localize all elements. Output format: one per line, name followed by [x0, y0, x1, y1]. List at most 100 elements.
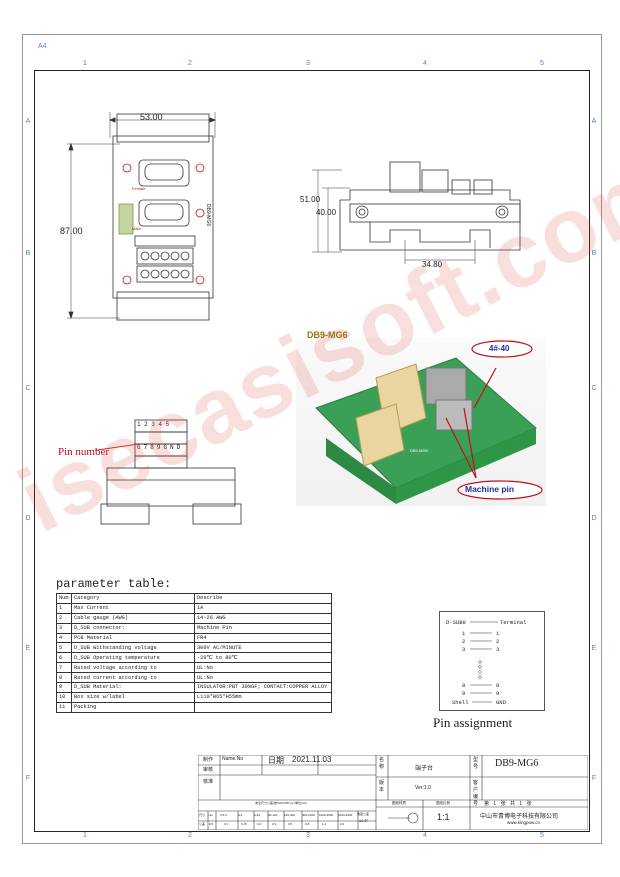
tb-angle: ±0.5° [359, 818, 369, 823]
pin-number-label: Pin number [58, 446, 110, 458]
tb-tol-range: 400-1000 [302, 813, 315, 817]
drawing-frame-inner [34, 70, 590, 832]
tb-made: 制作 [203, 757, 214, 763]
title-block-grid [198, 755, 588, 830]
col-label: 5 [540, 60, 544, 67]
col-label: 4 [423, 832, 427, 839]
product-photo [296, 338, 546, 506]
tb-tol-value: 2.0 [340, 822, 345, 826]
row-label: D [591, 515, 597, 522]
pin-left: 2 [462, 638, 466, 645]
male-label: Male [132, 226, 141, 231]
tb-scale: 1:1 [437, 812, 450, 822]
tb-name: 端子台 [415, 766, 434, 772]
header-category: Category [71, 593, 195, 604]
tb-name-label: 名称 [379, 757, 385, 770]
row-label: F [591, 775, 597, 782]
col-label: 4 [423, 60, 427, 67]
tb-tol-range: 0.5-3 [220, 813, 227, 817]
pin-left: 3 [462, 646, 466, 653]
row-label: F [25, 775, 31, 782]
pin-right-head: Terminal [500, 619, 527, 626]
tb-model-label: 型号 [473, 757, 479, 770]
tb-version: Ver:1.0 [415, 785, 431, 791]
pin-right: 8 [496, 682, 500, 689]
pin-row-bottom: 6789GND [137, 444, 184, 451]
tb-customer-label: 客户编号 [473, 780, 479, 807]
tb-tol-value: 1.2 [322, 822, 327, 826]
pin-row-top: 12345 [137, 421, 173, 428]
table-header: Num Category Describe [56, 593, 332, 604]
tb-tol-range: 30-120 [268, 813, 278, 817]
pin-left-head: D-SUB9 [446, 619, 466, 626]
pin-shell: Shell [452, 699, 469, 706]
pin-left: 1 [462, 630, 466, 637]
tb-date: 2021.11.03 [292, 755, 332, 764]
callout-machine-pin: Machine pin [465, 484, 515, 494]
header-num: Num [56, 593, 72, 604]
dim-side-w: 34.80 [422, 260, 443, 269]
row-label: D [25, 515, 31, 522]
tb-scale-label: 图纸比例 [436, 801, 450, 805]
tb-model: DB9-MG6 [495, 758, 539, 769]
tb-tol-range: 120-400 [284, 813, 296, 817]
tb-tol-range: 2000-4000 [338, 813, 353, 817]
tb-review: 审核 [203, 767, 214, 773]
row-label: C [591, 385, 597, 392]
col-label: 3 [306, 60, 310, 67]
row-label: A [591, 118, 597, 125]
tb-tol-value: 0.2 [257, 822, 262, 826]
dim-width: 53.00 [140, 112, 163, 122]
side-view-drawing [312, 161, 521, 264]
female-label: Female [132, 186, 146, 191]
tb-company: 中山市青博电子科技有限公司 [480, 814, 559, 820]
drawing-frame-outer [22, 34, 602, 844]
tb-angle-label: 角度公差 [357, 812, 370, 816]
pin-left: 8 [462, 682, 466, 689]
parameter-table-title: parameter table: [56, 577, 172, 591]
pcb-mark: DB9-MG6 [410, 448, 428, 453]
pin-right: 9 [496, 690, 500, 697]
col-label: 2 [188, 60, 192, 67]
tb-website: www.kingpow.cn [507, 820, 541, 825]
row-label: B [25, 250, 31, 257]
tb-tol-range: 1000-2000 [319, 813, 334, 817]
tb-tol-range: 3-6 [238, 813, 243, 817]
pin-right: 3 [496, 646, 500, 653]
pin-wiring-lines [470, 621, 498, 703]
callout-screw: 4#-40 [489, 344, 510, 353]
tb-date-label: 日期 [268, 756, 284, 765]
col-label: 5 [540, 832, 544, 839]
pin-right: 2 [496, 638, 500, 645]
tb-material: 图纸材质 [392, 801, 406, 805]
tb-version-label: 版本 [379, 780, 385, 793]
pin-left: 9 [462, 690, 466, 697]
tb-tol-value: 0.8 [305, 822, 310, 826]
dim-height: 87.00 [60, 226, 83, 236]
tb-tol-size-label: 尺寸 [199, 813, 206, 817]
tb-tol-value: 0.1 [224, 822, 229, 826]
pin-assignment-caption: Pin assignment [433, 715, 513, 730]
col-label: 2 [188, 832, 192, 839]
pin-right: 1 [496, 630, 500, 637]
tb-tol-value: 0.5 [209, 822, 214, 826]
pin-number-drawing [95, 419, 242, 525]
col-label: 1 [83, 60, 87, 67]
tb-name-no: Name.No [222, 756, 244, 762]
sheet-size: A4 [38, 43, 47, 50]
board-id-label: DB9-MG6 [205, 203, 212, 227]
row-label: E [25, 645, 31, 652]
tb-tol-title: 未注尺寸公差(依ISO2768-m) (单位mm) [255, 801, 308, 805]
photo-title: DB9-MG6 [307, 330, 348, 340]
pin-gnd: GND [496, 699, 506, 706]
